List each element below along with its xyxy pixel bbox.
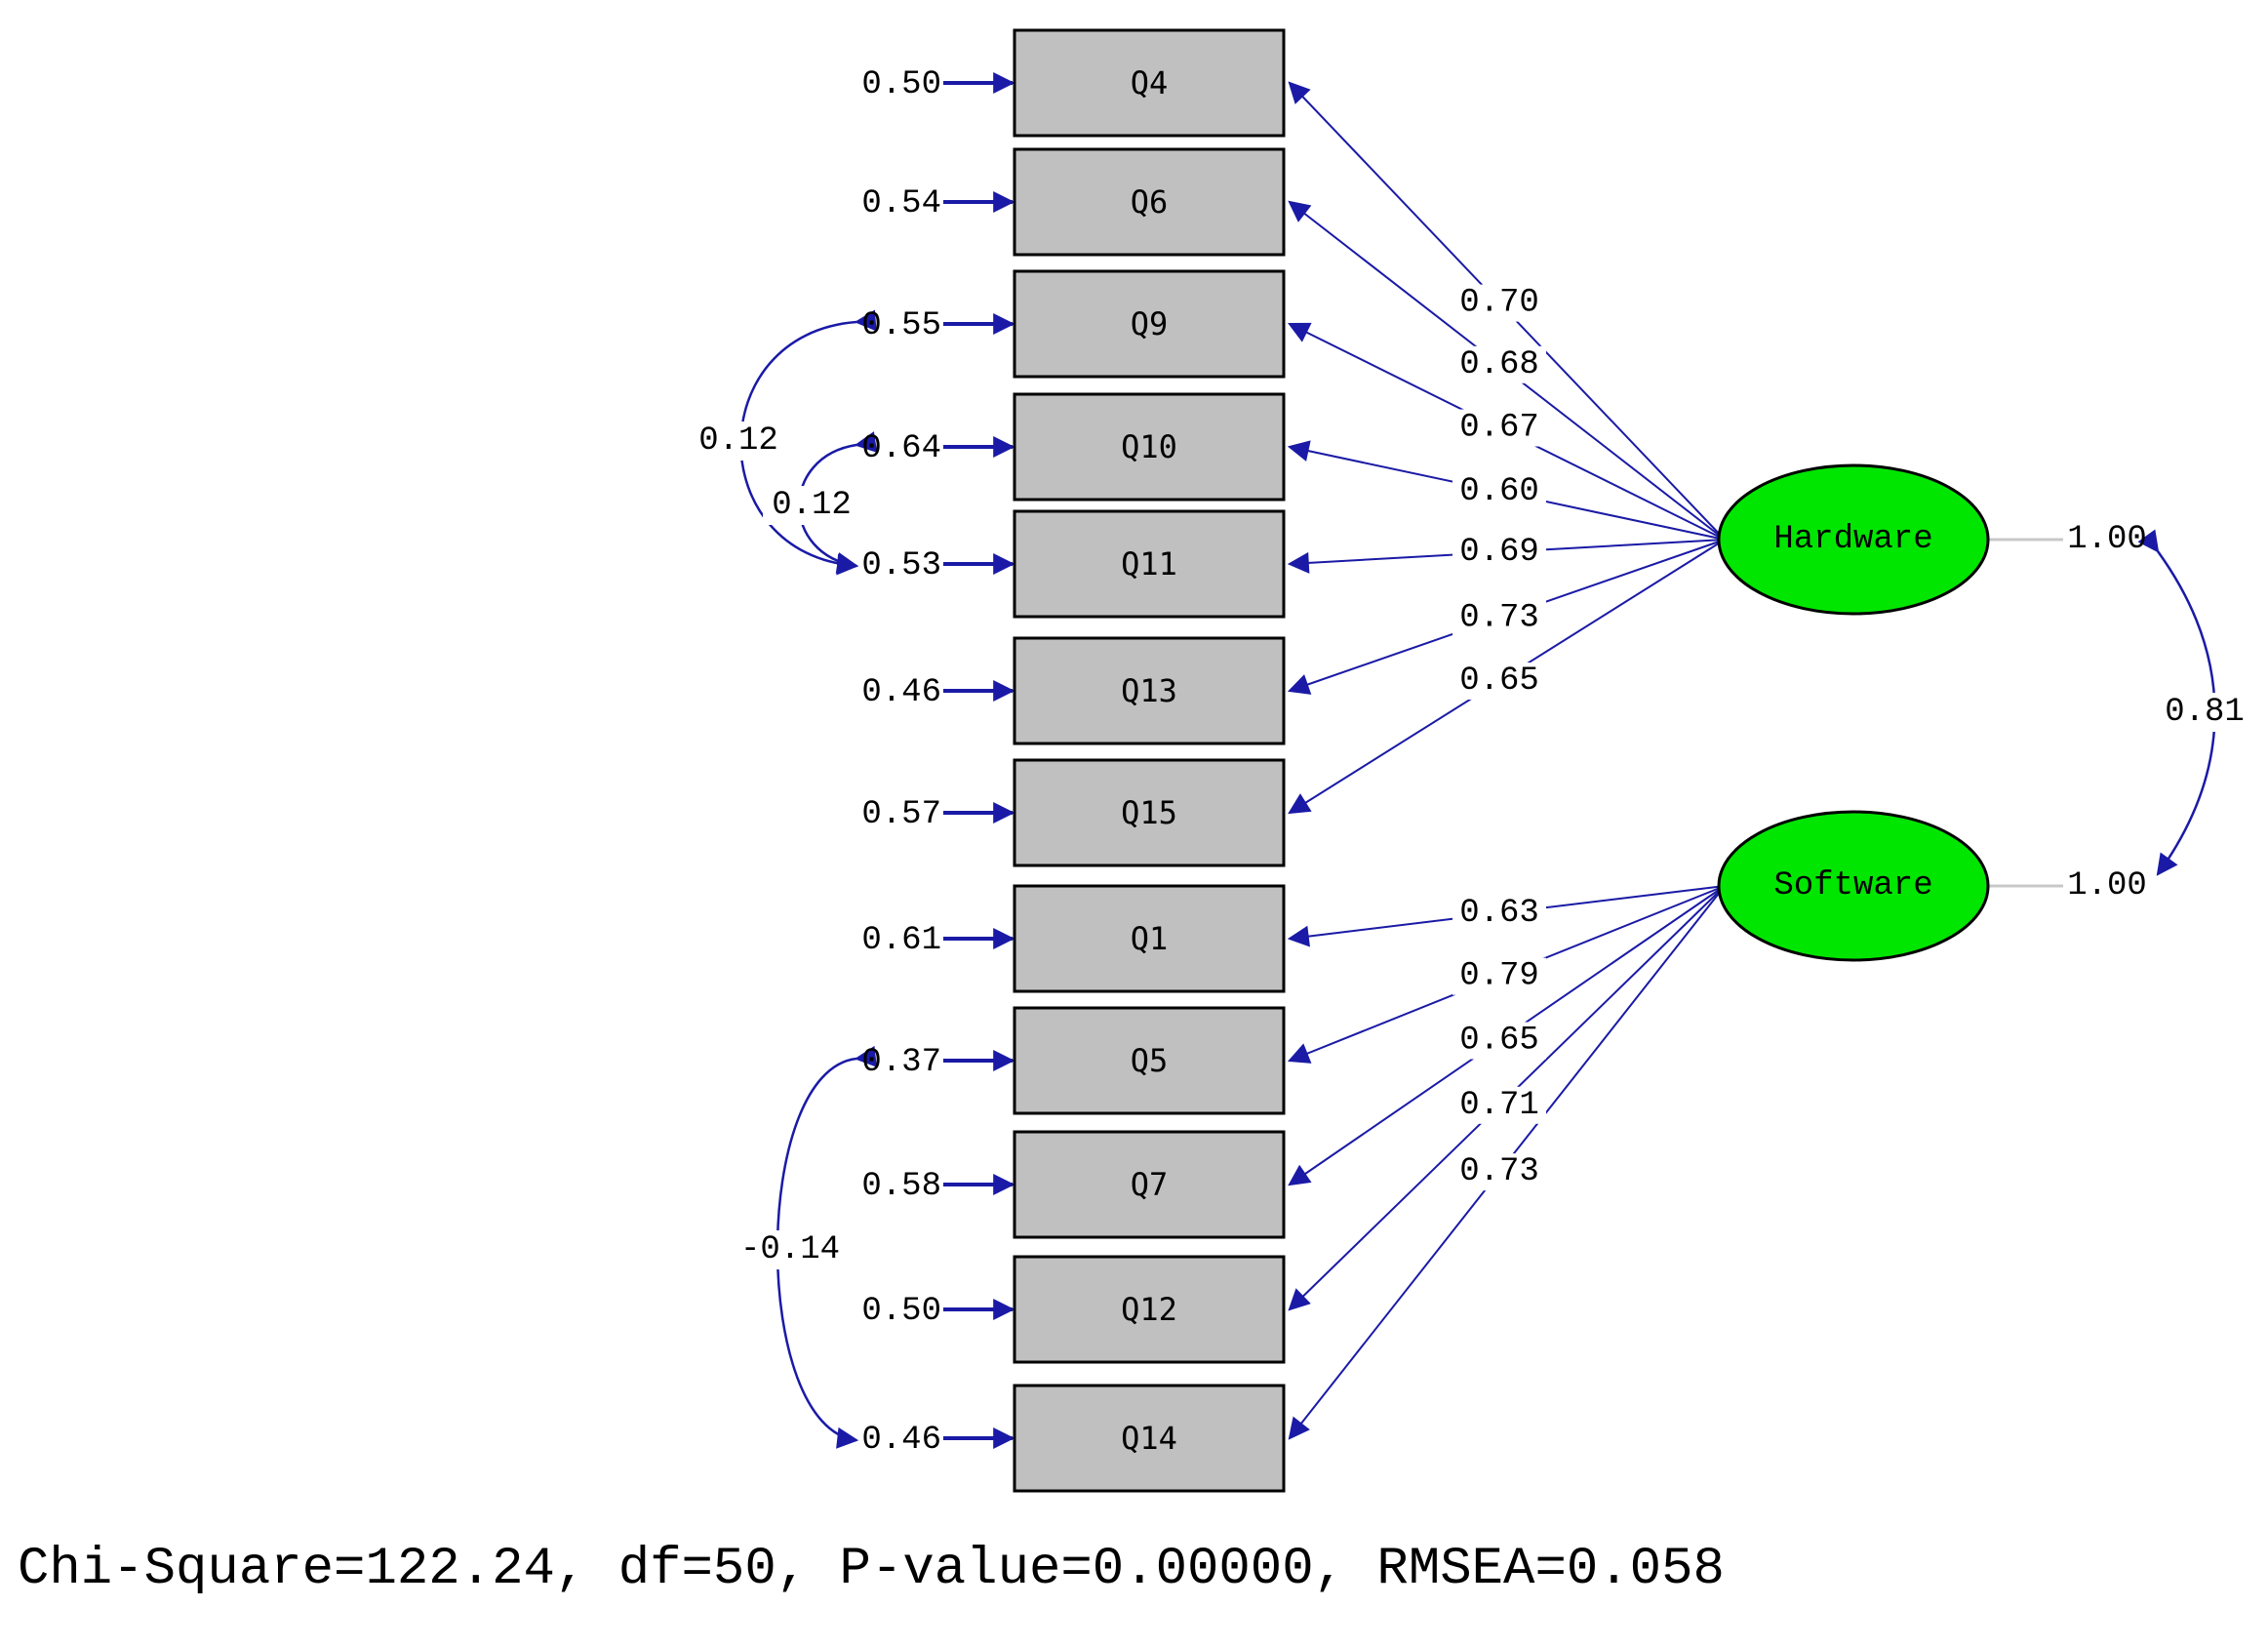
indicator-label-Q13: Q13 <box>1121 672 1177 709</box>
indicator-box-Q10 <box>1013 392 1286 502</box>
error-variance-Q13: 0.46 <box>861 674 941 711</box>
error-covariance-label-bg-1 <box>690 422 787 461</box>
indicator-box-Q12 <box>1013 1255 1286 1364</box>
loading-label-bg-Q10 <box>1452 472 1546 510</box>
indicator-label-Q5: Q5 <box>1131 1042 1169 1079</box>
indicator-box-Q14 <box>1013 1384 1286 1493</box>
indicator-label-Q14: Q14 <box>1121 1420 1177 1457</box>
indicator-box-Q9 <box>1013 269 1286 379</box>
latent-variance-software: 1.00 <box>2067 867 2147 904</box>
loading-value-Q5: 0.79 <box>1459 958 1539 995</box>
loading-label-bg-Q4 <box>1452 284 1546 322</box>
indicator-label-Q6: Q6 <box>1131 183 1169 221</box>
error-covariance-value-2: 0.12 <box>772 487 852 524</box>
loading-value-Q15: 0.65 <box>1459 663 1539 700</box>
error-covariance-label-bg-3 <box>741 1230 839 1269</box>
fit-statistics: Chi-Square=122.24, df=50, P-value=0.0000… <box>18 1540 1725 1599</box>
error-covariance-label-bg-2 <box>763 486 860 525</box>
loading-label-bg-Q14 <box>1452 1153 1546 1191</box>
indicator-label-Q15: Q15 <box>1121 794 1177 831</box>
error-variance-Q15: 0.57 <box>861 796 941 833</box>
indicator-label-Q1: Q1 <box>1131 920 1169 957</box>
factor-covariance-label-bg <box>2156 693 2253 732</box>
error-covariance-value-3: -0.14 <box>740 1231 840 1268</box>
error-variance-Q5: 0.37 <box>861 1044 941 1081</box>
indicator-box-Q13 <box>1013 636 1286 745</box>
indicator-box-Q1 <box>1013 884 1286 993</box>
latent-label-hardware: Hardware <box>1773 521 1932 558</box>
indicator-box-Q7 <box>1013 1130 1286 1239</box>
indicator-label-Q11: Q11 <box>1121 545 1177 583</box>
error-variance-Q11: 0.53 <box>861 547 941 584</box>
indicator-box-Q4 <box>1013 28 1286 138</box>
latent-ellipse-hardware <box>1717 463 1990 616</box>
loading-label-bg-Q6 <box>1452 345 1546 383</box>
loading-label-bg-Q15 <box>1452 663 1546 701</box>
error-variance-Q6: 0.54 <box>861 185 941 222</box>
indicator-label-Q10: Q10 <box>1121 428 1177 465</box>
loading-value-Q11: 0.69 <box>1459 534 1539 571</box>
error-variance-Q4: 0.50 <box>861 66 941 103</box>
indicator-label-Q9: Q9 <box>1131 305 1169 342</box>
error-variance-Q7: 0.58 <box>861 1168 941 1205</box>
latent-variance-hardware: 1.00 <box>2067 521 2147 558</box>
loading-label-bg-Q9 <box>1452 409 1546 447</box>
indicator-box-Q11 <box>1013 509 1286 619</box>
loading-label-bg-Q5 <box>1452 957 1546 995</box>
indicator-box-Q6 <box>1013 147 1286 257</box>
loading-value-Q1: 0.63 <box>1459 895 1539 932</box>
error-variance-Q14: 0.46 <box>861 1422 941 1459</box>
loading-value-Q14: 0.73 <box>1459 1153 1539 1190</box>
loading-value-Q6: 0.68 <box>1459 346 1539 383</box>
loading-value-Q10: 0.60 <box>1459 473 1539 510</box>
error-variance-Q1: 0.61 <box>861 922 941 959</box>
loading-label-bg-Q11 <box>1452 533 1546 571</box>
loading-value-Q9: 0.67 <box>1459 410 1539 447</box>
loading-label-bg-Q12 <box>1452 1086 1546 1124</box>
loading-label-bg-Q7 <box>1452 1022 1546 1060</box>
loading-value-Q13: 0.73 <box>1459 599 1539 636</box>
indicator-label-Q12: Q12 <box>1121 1291 1177 1328</box>
error-variance-Q10: 0.64 <box>861 430 941 467</box>
error-covariance-value-1: 0.12 <box>698 422 778 460</box>
loading-value-Q12: 0.71 <box>1459 1087 1539 1124</box>
latent-label-software: Software <box>1773 867 1932 904</box>
factor-covariance-value: 0.81 <box>2165 694 2245 731</box>
loading-value-Q4: 0.70 <box>1459 285 1539 322</box>
error-variance-Q9: 0.55 <box>861 307 941 344</box>
latent-ellipse-software <box>1717 810 1990 962</box>
indicator-box-Q15 <box>1013 758 1286 867</box>
indicator-label-Q7: Q7 <box>1131 1166 1169 1203</box>
loading-label-bg-Q1 <box>1452 894 1546 932</box>
indicator-label-Q4: Q4 <box>1131 64 1169 101</box>
indicator-box-Q5 <box>1013 1006 1286 1115</box>
loading-label-bg-Q13 <box>1452 599 1546 637</box>
loading-value-Q7: 0.65 <box>1459 1022 1539 1059</box>
error-variance-Q12: 0.50 <box>861 1293 941 1330</box>
